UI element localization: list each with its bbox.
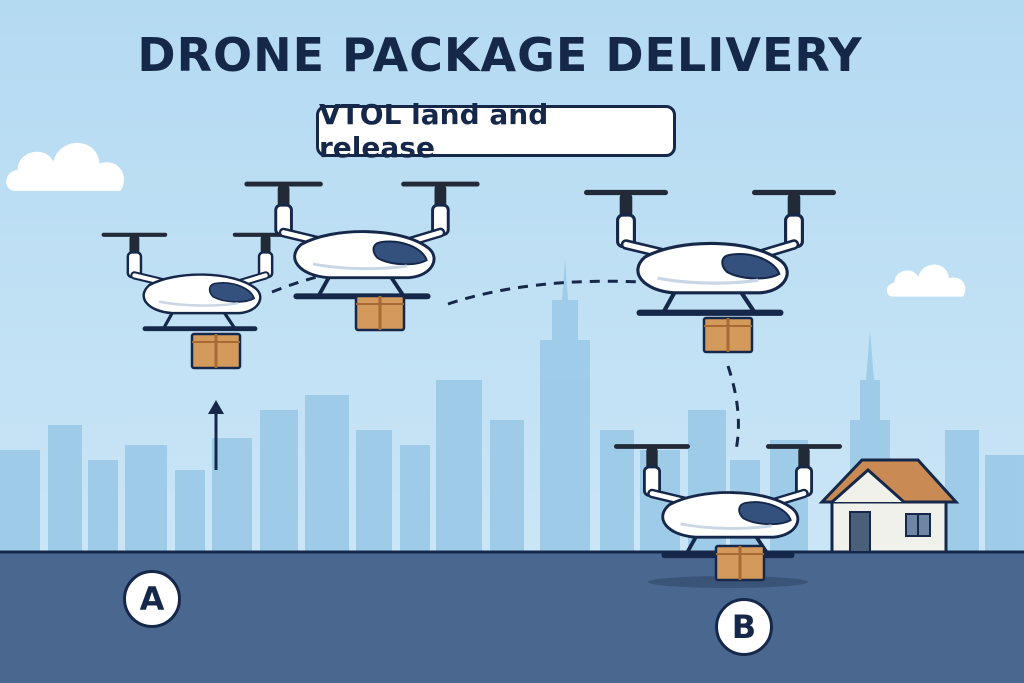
flight-path-line [271, 274, 740, 451]
house-icon [818, 458, 960, 554]
diagram-title: DRONE PACKAGE DELIVERY [137, 28, 863, 82]
package-icon [354, 294, 406, 332]
city-skyline [0, 260, 1024, 560]
arrow-up-icon [208, 400, 224, 470]
package-icon [702, 316, 754, 354]
package-icon [714, 544, 766, 582]
diagram-subtitle: VTOL land and release [316, 98, 676, 164]
end-point-marker: B [715, 598, 773, 656]
package-icon [190, 332, 242, 370]
start-point-marker: A [123, 570, 181, 628]
